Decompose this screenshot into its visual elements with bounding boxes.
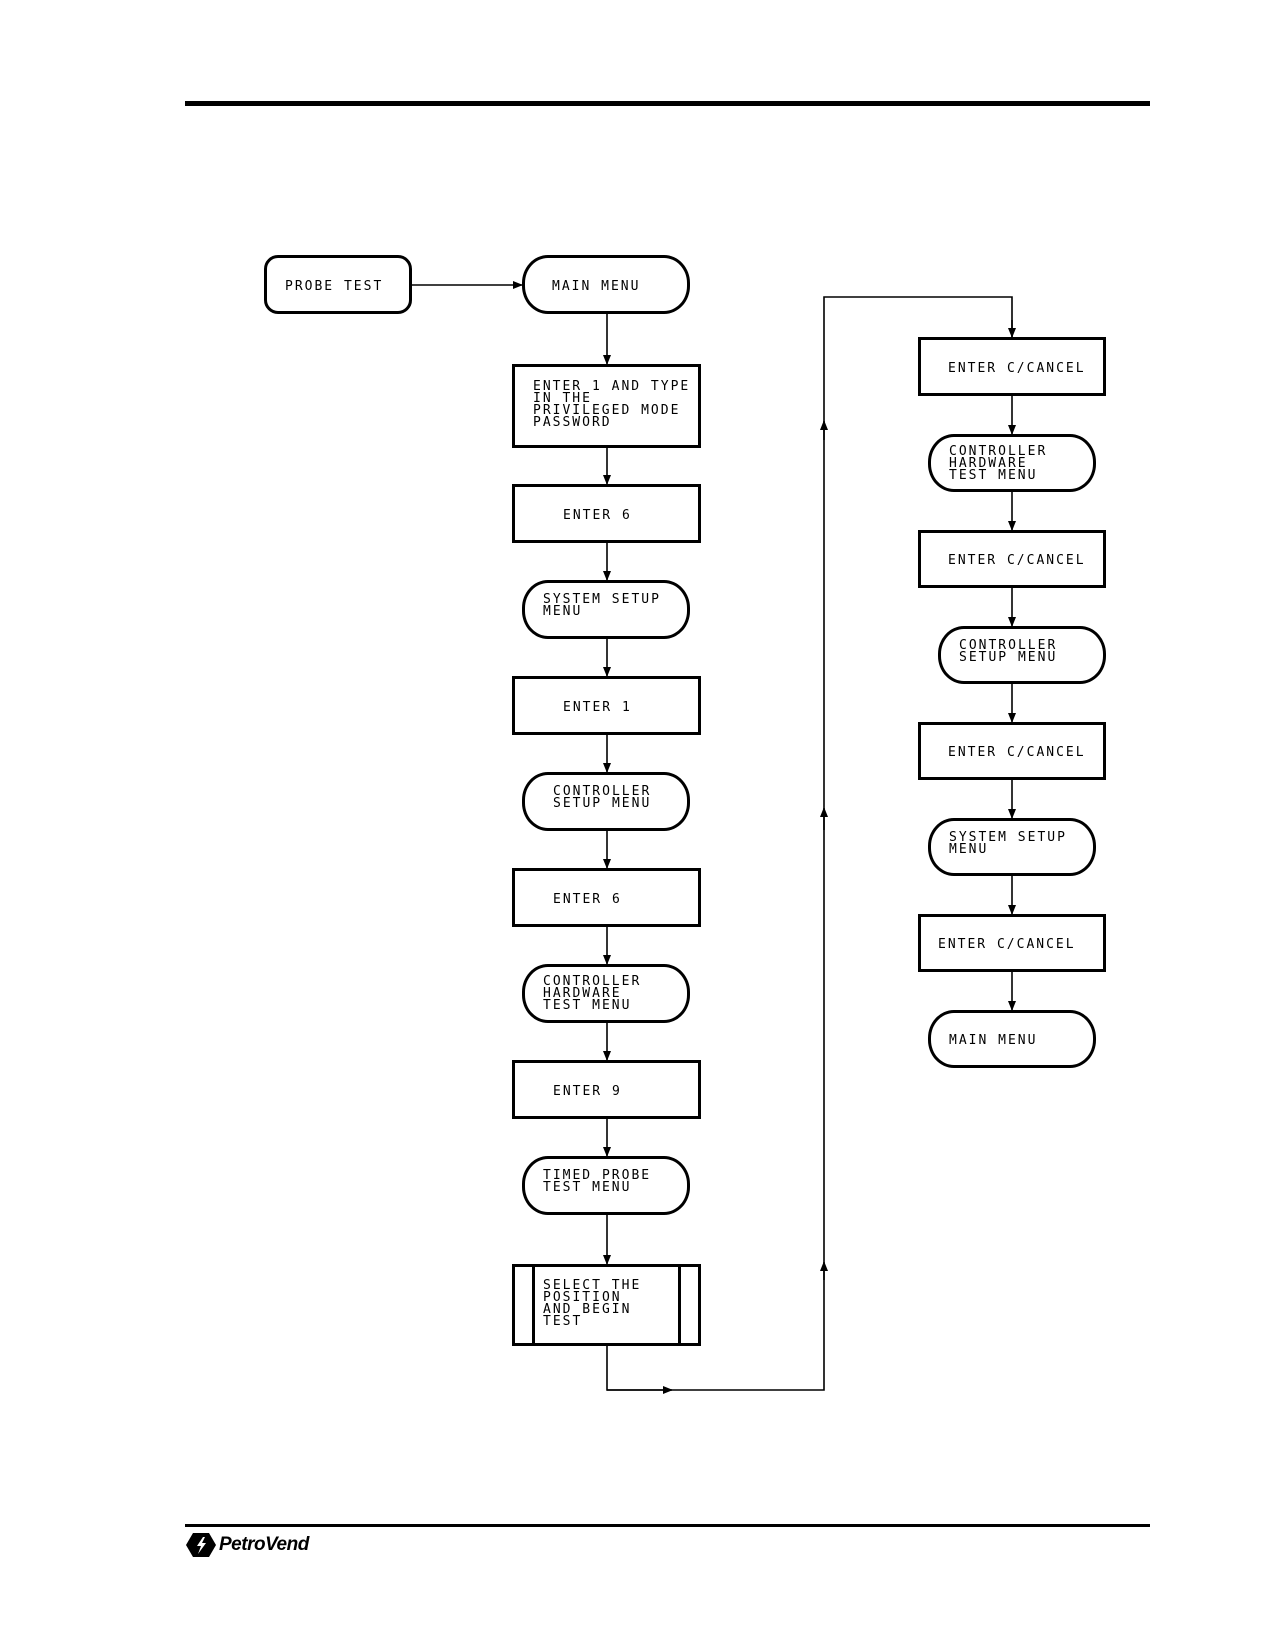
process-enter-c-cancel-3: ENTER C/CANCEL: [918, 722, 1106, 780]
node-label: MAIN MENU: [949, 1033, 1038, 1048]
node-label: ENTER C/CANCEL: [948, 361, 1086, 376]
node-label: CONTROLLER HARDWARE TEST MENU: [543, 974, 642, 1013]
node-label: CONTROLLER HARDWARE TEST MENU: [949, 444, 1048, 483]
petrovend-emblem-icon: [186, 1533, 216, 1557]
menu-system-setup: SYSTEM SETUP MENU: [522, 580, 690, 639]
process-enter-6: ENTER 6: [512, 484, 701, 543]
header-rule: [185, 101, 1150, 106]
node-label: CONTROLLER SETUP MENU: [959, 638, 1058, 665]
process-enter-c-cancel-4: ENTER C/CANCEL: [918, 914, 1106, 972]
menu-system-setup-2: SYSTEM SETUP MENU: [928, 818, 1096, 876]
node-label: ENTER 9: [553, 1084, 622, 1099]
connector-select-return: [606, 296, 1013, 1391]
petrovend-logo: PetroVend: [185, 1530, 309, 1560]
process-enter-c-cancel-1: ENTER C/CANCEL: [918, 337, 1106, 396]
node-label: ENTER C/CANCEL: [948, 553, 1086, 568]
predefined-bar-right: [678, 1267, 681, 1343]
process-enter-1-password: ENTER 1 AND TYPE IN THE PRIVILEGED MODE …: [512, 364, 701, 448]
menu-controller-hardware-test-2: CONTROLLER HARDWARE TEST MENU: [928, 434, 1096, 492]
menu-main-menu: MAIN MENU: [522, 255, 690, 314]
node-label: ENTER C/CANCEL: [938, 937, 1076, 952]
process-enter-c-cancel-2: ENTER C/CANCEL: [918, 530, 1106, 588]
node-label: ENTER 6: [563, 508, 632, 523]
menu-timed-probe-test: TIMED PROBE TEST MENU: [522, 1156, 690, 1215]
node-label: TIMED PROBE TEST MENU: [543, 1168, 652, 1195]
menu-main-menu-2: MAIN MENU: [928, 1010, 1096, 1068]
menu-controller-setup: CONTROLLER SETUP MENU: [522, 772, 690, 831]
terminal-probe-test: PROBE TEST: [264, 255, 412, 314]
predefined-bar-left: [532, 1267, 535, 1343]
node-label: ENTER C/CANCEL: [948, 745, 1086, 760]
node-label: SELECT THE POSITION AND BEGIN TEST: [543, 1278, 642, 1329]
node-label: CONTROLLER SETUP MENU: [553, 784, 652, 811]
node-label: ENTER 1: [563, 700, 632, 715]
menu-controller-setup-2: CONTROLLER SETUP MENU: [938, 626, 1106, 684]
node-label: ENTER 6: [553, 892, 622, 907]
predefined-select-position: SELECT THE POSITION AND BEGIN TEST: [512, 1264, 701, 1346]
node-label: ENTER 1 AND TYPE IN THE PRIVILEGED MODE …: [533, 379, 691, 430]
menu-controller-hardware-test: CONTROLLER HARDWARE TEST MENU: [522, 964, 690, 1023]
node-label: MAIN MENU: [552, 279, 641, 294]
process-enter-6-second: ENTER 6: [512, 868, 701, 927]
footer-rule: [185, 1524, 1150, 1527]
node-label: PROBE TEST: [285, 279, 384, 294]
node-label: SYSTEM SETUP MENU: [949, 830, 1067, 857]
process-enter-9: ENTER 9: [512, 1060, 701, 1119]
logo-text: PetroVend: [219, 1534, 309, 1555]
node-label: SYSTEM SETUP MENU: [543, 592, 661, 619]
process-enter-1: ENTER 1: [512, 676, 701, 735]
